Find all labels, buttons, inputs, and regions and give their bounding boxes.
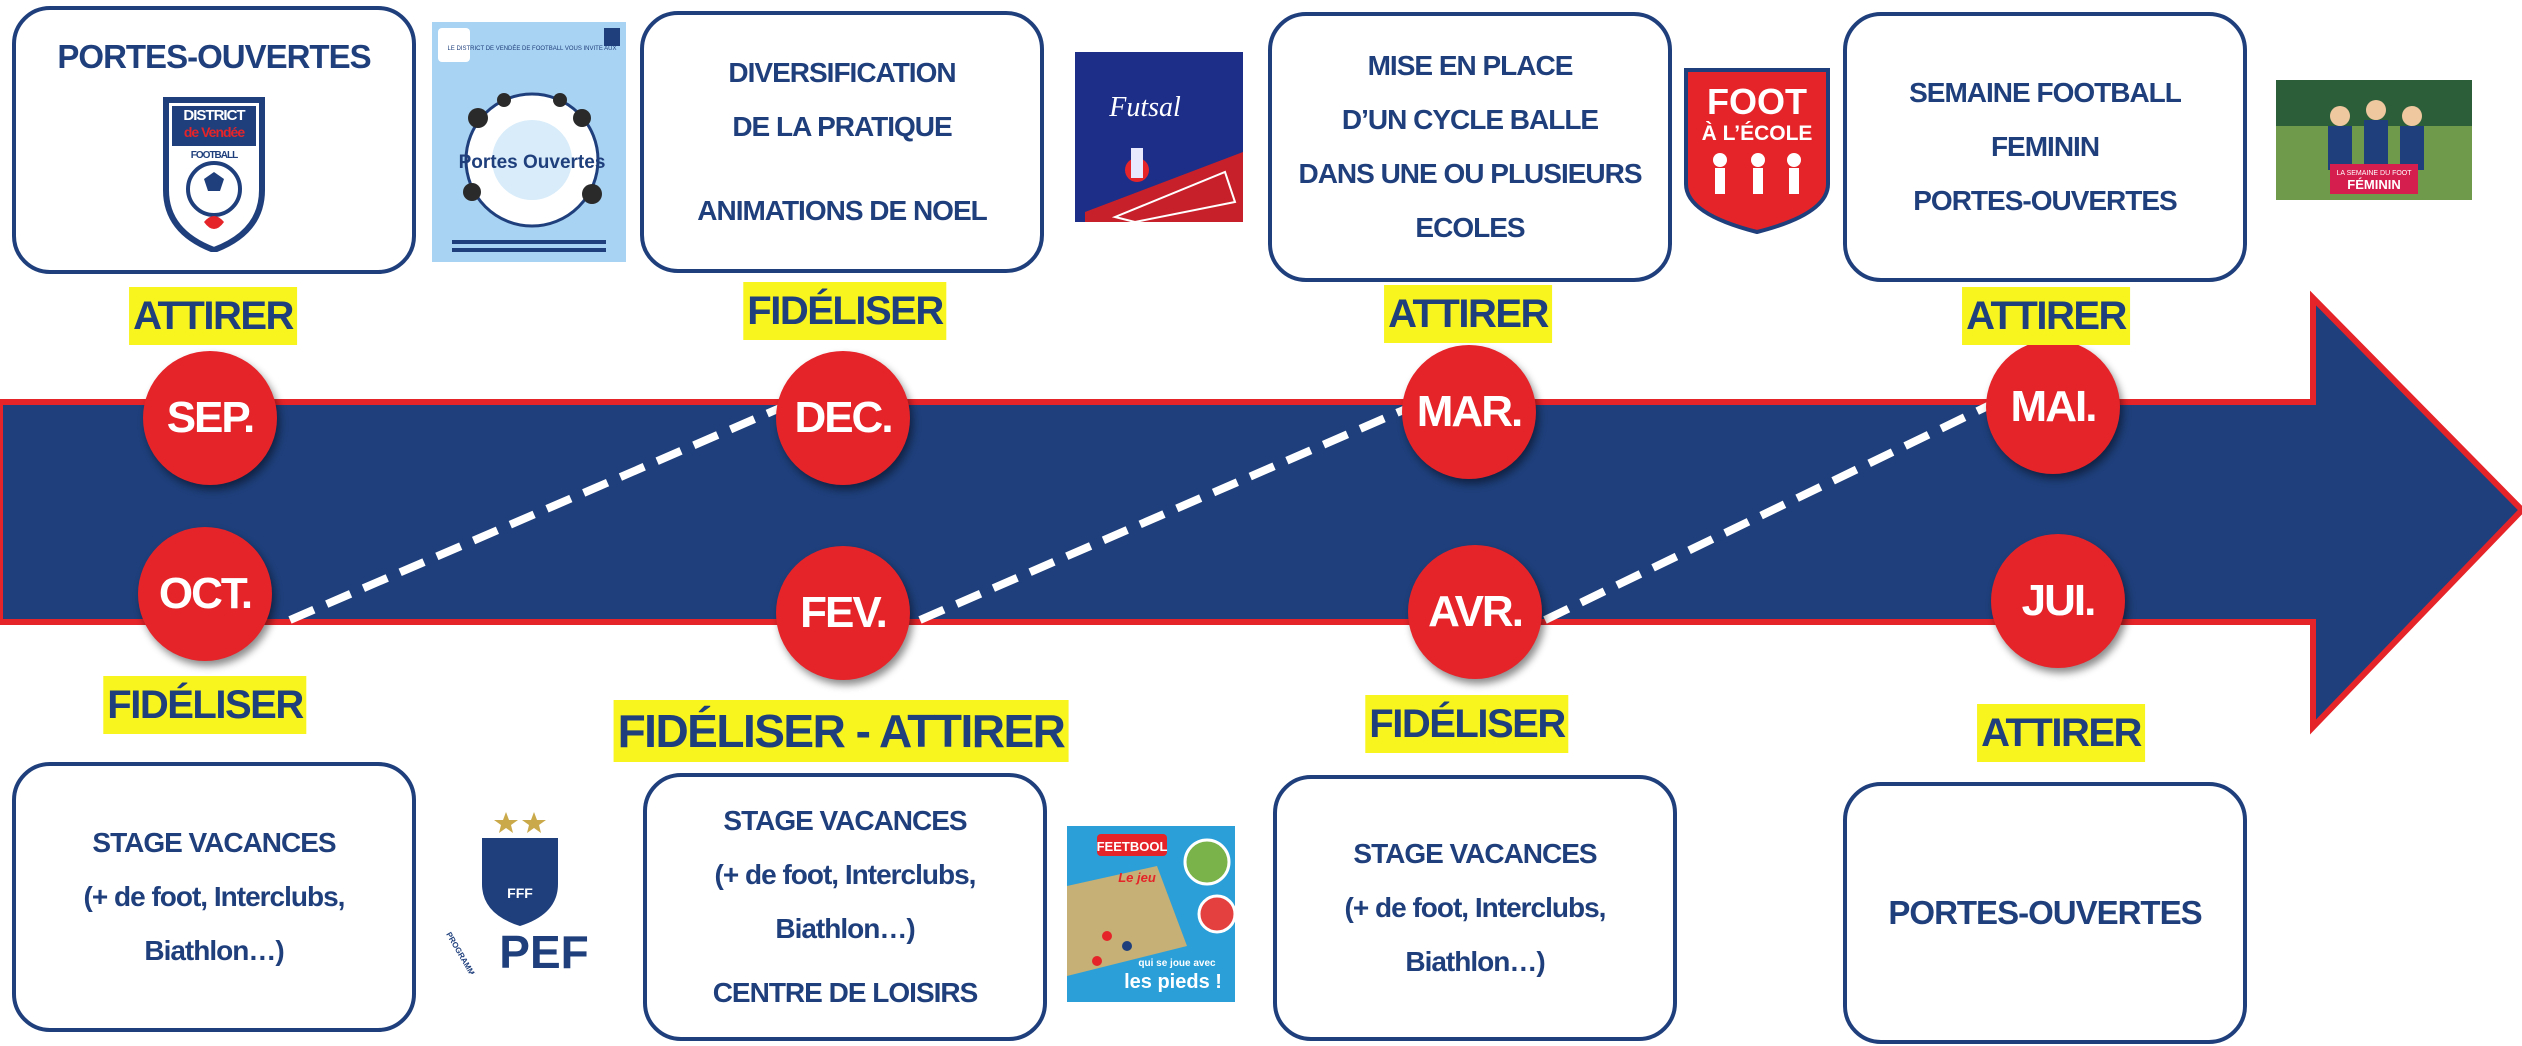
- box-mai-line-3: PORTES-OUVERTES: [1913, 185, 2177, 216]
- district-logo-text-1: DISTRICT: [183, 107, 245, 124]
- box-mai: SEMAINE FOOTBALL FEMININ PORTES-OUVERTES: [1843, 12, 2247, 282]
- box-dec-line-1: DIVERSIFICATION: [728, 57, 956, 88]
- semaine-football-feminin-image: LA SEMAINE DU FOOT FÉMININ: [2276, 80, 2472, 200]
- tag-mai: ATTIRER: [1962, 287, 2130, 345]
- box-mar-line-3: DANS UNE OU PLUSIEURS: [1298, 158, 1642, 189]
- feetbool-brand: FEETBOOL: [1097, 839, 1168, 854]
- box-fev-line-4: CENTRE DE LOISIRS: [712, 977, 979, 1008]
- box-dec: DIVERSIFICATION DE LA PRATIQUE ANIMATION…: [640, 11, 1044, 273]
- arrow-shape: [0, 290, 2522, 735]
- box-jui: PORTES-OUVERTES: [1843, 782, 2247, 1044]
- month-sep: SEP.: [143, 351, 277, 485]
- feminin-text-1: LA SEMAINE DU FOOT: [2336, 170, 2412, 177]
- poster-title-text: Portes Ouvertes: [459, 152, 606, 173]
- box-sep-line-1: PORTES-OUVERTES: [57, 38, 371, 75]
- district-logo: DISTRICT de Vendée FOOTBALL: [158, 94, 270, 254]
- month-mai: MAI.: [1986, 340, 2120, 474]
- box-oct-line-3: Biathlon…): [144, 935, 284, 966]
- box-avr-line-3: Biathlon…): [1405, 946, 1545, 977]
- box-fev-line-3: Biathlon…): [775, 913, 915, 944]
- box-jui-line-1: PORTES-OUVERTES: [1888, 894, 2202, 931]
- month-oct: OCT.: [138, 527, 272, 661]
- futsal-title: Futsal: [1108, 92, 1181, 123]
- portes-ouvertes-poster-image: LE DISTRICT DE VENDÉE DE FOOTBALL VOUS I…: [432, 22, 626, 262]
- box-oct: STAGE VACANCES (+ de foot, Interclubs, B…: [12, 762, 416, 1032]
- connector-fev-mar: [918, 401, 1417, 624]
- connector-oct-dec: [288, 404, 782, 624]
- tag-avr: FIDÉLISER: [1365, 695, 1569, 753]
- box-mar-line-1: MISE EN PLACE: [1367, 50, 1574, 81]
- box-mar-line-4: ECOLES: [1415, 212, 1525, 243]
- fff-letters: FFF: [507, 885, 533, 901]
- poster-top-text: LE DISTRICT DE VENDÉE DE FOOTBALL VOUS I…: [447, 45, 616, 52]
- tag-oct: FIDÉLISER: [103, 676, 307, 734]
- feetbool-line-1: Le jeu: [1118, 870, 1156, 885]
- box-mai-line-2: FEMININ: [1990, 131, 2100, 162]
- box-fev-line-1: STAGE VACANCES: [723, 805, 967, 836]
- foot-ecole-text-2: À L’ÉCOLE: [1702, 122, 1813, 145]
- district-logo-text-2: de Vendée: [184, 124, 245, 140]
- tag-mar: ATTIRER: [1384, 285, 1552, 343]
- feminin-text-2: FÉMININ: [2347, 177, 2400, 192]
- box-mar: MISE EN PLACE D’UN CYCLE BALLE DANS UNE …: [1268, 12, 1672, 282]
- foot-a-l-ecole-logo: FOOT À L’ÉCOLE: [1680, 64, 1834, 234]
- futsal-poster-image: Futsal: [1075, 52, 1243, 222]
- box-fev: STAGE VACANCES (+ de foot, Interclubs, B…: [643, 773, 1047, 1041]
- box-mar-line-2: D’UN CYCLE BALLE: [1341, 104, 1599, 135]
- box-avr-line-2: (+ de foot, Interclubs,: [1344, 892, 1607, 923]
- box-fev-line-2: (+ de foot, Interclubs,: [714, 859, 977, 890]
- month-jui: JUI.: [1991, 534, 2125, 668]
- fff-pef-logo: FFF PEF PROGRAMME ÉDUCATIF FÉDÉRAL: [440, 802, 612, 974]
- box-avr: STAGE VACANCES (+ de foot, Interclubs, B…: [1273, 775, 1677, 1041]
- tag-sep: ATTIRER: [129, 287, 297, 345]
- month-dec: DEC.: [776, 351, 910, 485]
- pef-text: PEF: [499, 926, 588, 974]
- connector-avr-mai: [1543, 401, 1992, 624]
- box-oct-line-2: (+ de foot, Interclubs,: [83, 881, 346, 912]
- feetbool-line-2: qui se joue avec: [1138, 958, 1216, 969]
- box-dec-line-2: DE LA PRATIQUE: [732, 111, 952, 142]
- month-fev: FEV.: [776, 546, 910, 680]
- box-sep: PORTES-OUVERTES DISTRICT de Vendée FOOTB…: [12, 6, 416, 274]
- tag-jui: ATTIRER: [1977, 704, 2145, 762]
- month-mar: MAR.: [1402, 345, 1536, 479]
- tag-fev: FIDÉLISER - ATTIRER: [613, 700, 1069, 762]
- box-dec-line-4: ANIMATIONS DE NOEL: [697, 195, 987, 226]
- month-avr: AVR.: [1408, 545, 1542, 679]
- box-avr-line-1: STAGE VACANCES: [1353, 838, 1597, 869]
- foot-ecole-text-1: FOOT: [1707, 81, 1807, 122]
- district-logo-text-3: FOOTBALL: [191, 150, 238, 161]
- tag-dec: FIDÉLISER: [743, 282, 947, 340]
- feetbool-line-3: les pieds !: [1124, 971, 1222, 993]
- feetbool-image: FEETBOOL Le jeu qui se joue avec les pie…: [1067, 826, 1235, 1002]
- box-oct-line-1: STAGE VACANCES: [92, 827, 336, 858]
- box-mai-line-1: SEMAINE FOOTBALL: [1909, 77, 2182, 108]
